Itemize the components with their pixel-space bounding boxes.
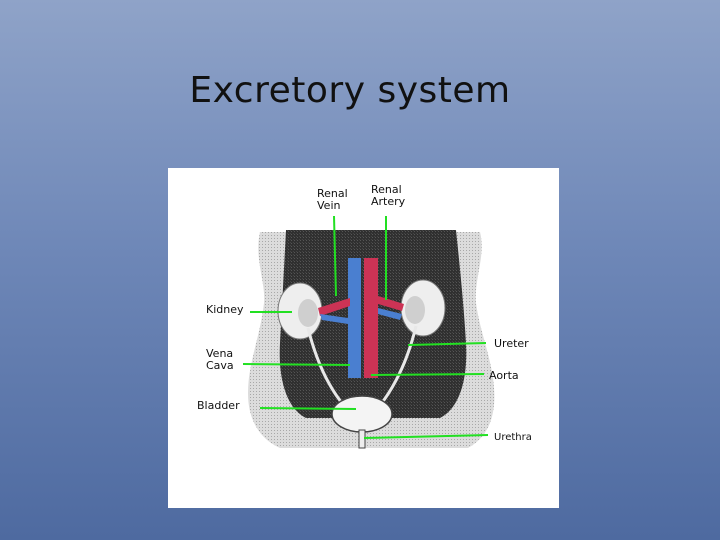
- leader-ureter: [407, 342, 487, 346]
- leader-vena-cava: [242, 363, 351, 366]
- leader-urethra: [363, 434, 489, 439]
- urethra: [358, 429, 366, 449]
- label-kidney: Kidney: [206, 303, 244, 316]
- label-aorta: Aorta: [489, 369, 519, 382]
- slide-title: Excretory system: [189, 70, 511, 111]
- excretory-diagram: Renal Vein Renal Artery Kidney Vena Cava…: [168, 168, 559, 508]
- bladder: [331, 395, 393, 433]
- label-renal-vein: Renal Vein: [317, 187, 348, 212]
- label-renal-artery: Renal Artery: [371, 183, 406, 208]
- aorta: [364, 258, 378, 378]
- renal-vessels-right: [378, 296, 404, 311]
- anatomy-illustration: [242, 215, 495, 449]
- leader-aorta: [370, 373, 485, 376]
- leader-renal-vein: [333, 215, 337, 297]
- label-ureter: Ureter: [494, 337, 529, 350]
- vena-cava: [348, 258, 361, 378]
- label-bladder: Bladder: [197, 399, 240, 412]
- label-urethra: Urethra: [494, 432, 532, 443]
- leader-lines: [242, 215, 489, 439]
- label-vena-cava: Vena Cava: [206, 347, 234, 372]
- renal-vessels-left: [318, 298, 350, 316]
- leader-bladder: [259, 407, 357, 410]
